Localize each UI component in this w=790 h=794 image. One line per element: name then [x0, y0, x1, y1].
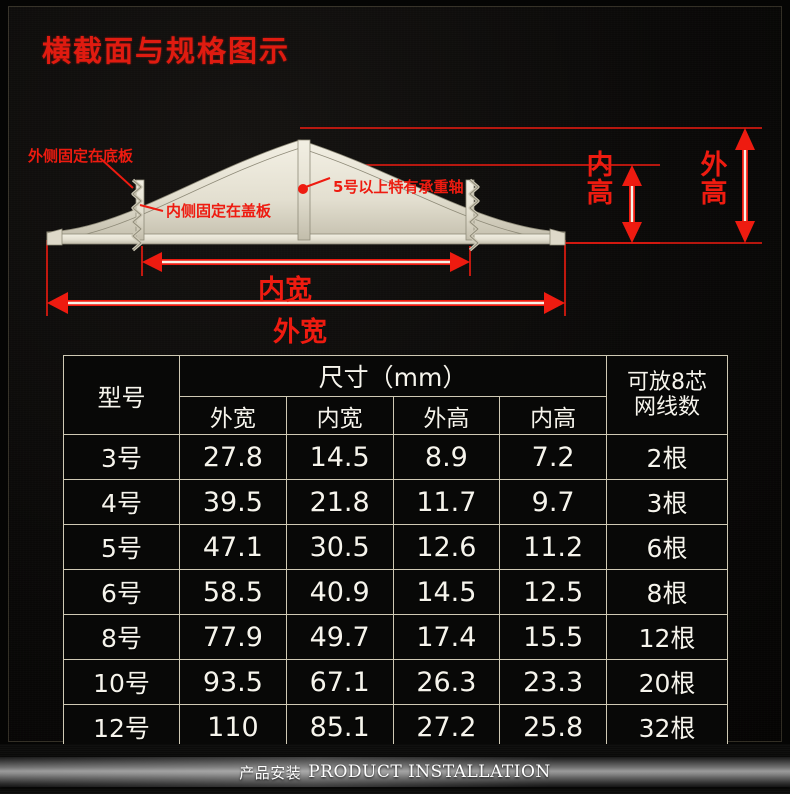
witness-lines [46, 127, 762, 316]
cell-inner-width: 40.9 [285, 569, 394, 615]
table-row: 4号 39.5 21.8 11.7 9.7 3根 [63, 479, 728, 525]
cell-inner-width: 49.7 [285, 614, 394, 660]
label-inner-height: 内高 [586, 150, 614, 210]
annotation-bearing-shaft: 5号以上特有承重轴 [333, 178, 464, 196]
cross-section-diagram: 外侧固定在底板 内侧固定在盖板 5号以上特有承重轴 内高 外高 内宽 外宽 [0, 0, 790, 350]
label-outer-height: 外高 [700, 150, 728, 210]
cell-cores: 12根 [606, 614, 728, 660]
cell-outer-width: 110 [179, 704, 287, 750]
header-outer-height: 外高 [392, 396, 501, 435]
table-row: 5号 47.1 30.5 12.6 11.2 6根 [63, 524, 728, 570]
header-model: 型号 [63, 355, 180, 435]
header-cores: 可放8芯 网线数 [606, 355, 728, 435]
cell-model: 4号 [63, 479, 180, 525]
cell-inner-height: 9.7 [499, 479, 607, 525]
inner-height-dimension [622, 165, 642, 243]
cell-outer-height: 12.6 [392, 524, 501, 570]
page-title: 横截面与规格图示 [42, 34, 291, 68]
cell-outer-height: 14.5 [392, 569, 501, 615]
cell-outer-width: 93.5 [179, 659, 287, 705]
cell-inner-height: 12.5 [499, 569, 607, 615]
header-inner-height: 内高 [499, 396, 607, 435]
cell-inner-height: 11.2 [499, 524, 607, 570]
footer-title-en: PRODUCT INSTALLATION [308, 762, 551, 782]
cell-model: 10号 [63, 659, 180, 705]
cell-cores: 32根 [606, 704, 728, 750]
cell-outer-height: 27.2 [392, 704, 501, 750]
cell-outer-width: 39.5 [179, 479, 287, 525]
footer-banner: 产品安装 PRODUCT INSTALLATION [0, 757, 790, 787]
table-row: 12号 110 85.1 27.2 25.8 32根 [63, 704, 728, 750]
cell-inner-height: 7.2 [499, 434, 607, 480]
table-header-row-1: 型号 尺寸（mm） 可放8芯 网线数 [63, 355, 728, 435]
duct-profile [46, 139, 566, 252]
cell-inner-width: 14.5 [285, 434, 394, 480]
cell-cores: 8根 [606, 569, 728, 615]
cell-inner-width: 30.5 [285, 524, 394, 570]
table-row: 8号 77.9 49.7 17.4 15.5 12根 [63, 614, 728, 660]
table-row: 6号 58.5 40.9 14.5 12.5 8根 [63, 569, 728, 615]
leader-lines [99, 157, 331, 212]
cell-inner-height: 15.5 [499, 614, 607, 660]
table-header-row-2: 外宽 内宽 外高 内高 [64, 396, 728, 435]
cell-outer-height: 17.4 [392, 614, 501, 660]
header-outer-width: 外宽 [179, 396, 287, 435]
table-row: 3号 27.8 14.5 8.9 7.2 2根 [63, 434, 728, 480]
table-row: 10号 93.5 67.1 26.3 23.3 20根 [63, 659, 728, 705]
footer-metal-bar [0, 757, 790, 787]
cell-inner-width: 67.1 [285, 659, 394, 705]
cell-inner-width: 21.8 [285, 479, 394, 525]
header-cores-line2: 网线数 [633, 395, 700, 420]
outer-height-dimension [735, 128, 755, 243]
cell-outer-width: 27.8 [179, 434, 287, 480]
cell-model: 8号 [63, 614, 180, 660]
cell-inner-height: 25.8 [499, 704, 607, 750]
annotation-inner-fix: 内侧固定在盖板 [166, 202, 272, 220]
cell-cores: 3根 [606, 479, 728, 525]
cell-outer-width: 47.1 [179, 524, 287, 570]
cell-model: 12号 [63, 704, 180, 750]
cell-outer-height: 8.9 [392, 434, 501, 480]
header-size-group: 尺寸（mm） [179, 355, 607, 397]
cell-outer-width: 58.5 [179, 569, 287, 615]
label-inner-width: 内宽 [258, 275, 312, 306]
specification-table: 型号 尺寸（mm） 可放8芯 网线数 外宽 内宽 外高 内高 3号 27.8 1… [63, 355, 728, 750]
label-outer-width: 外宽 [273, 317, 327, 348]
annotation-outer-fix: 外侧固定在底板 [28, 147, 134, 165]
cell-outer-width: 77.9 [179, 614, 287, 660]
cell-cores: 6根 [606, 524, 728, 570]
footer-title-cn: 产品安装 [239, 763, 302, 782]
cell-model: 3号 [63, 434, 180, 480]
cell-cores: 2根 [606, 434, 728, 480]
inner-width-dimension [142, 252, 470, 272]
cell-model: 6号 [63, 569, 180, 615]
cell-model: 5号 [63, 524, 180, 570]
table-body: 3号 27.8 14.5 8.9 7.2 2根 4号 39.5 21.8 11.… [63, 434, 728, 750]
header-cores-line1: 可放8芯 [627, 369, 707, 395]
cell-outer-height: 11.7 [392, 479, 501, 525]
cell-cores: 20根 [606, 659, 728, 705]
cell-inner-height: 23.3 [499, 659, 607, 705]
cell-outer-height: 26.3 [392, 659, 501, 705]
outer-width-dimension [47, 292, 565, 314]
header-inner-width: 内宽 [285, 396, 394, 435]
cell-inner-width: 85.1 [285, 704, 394, 750]
